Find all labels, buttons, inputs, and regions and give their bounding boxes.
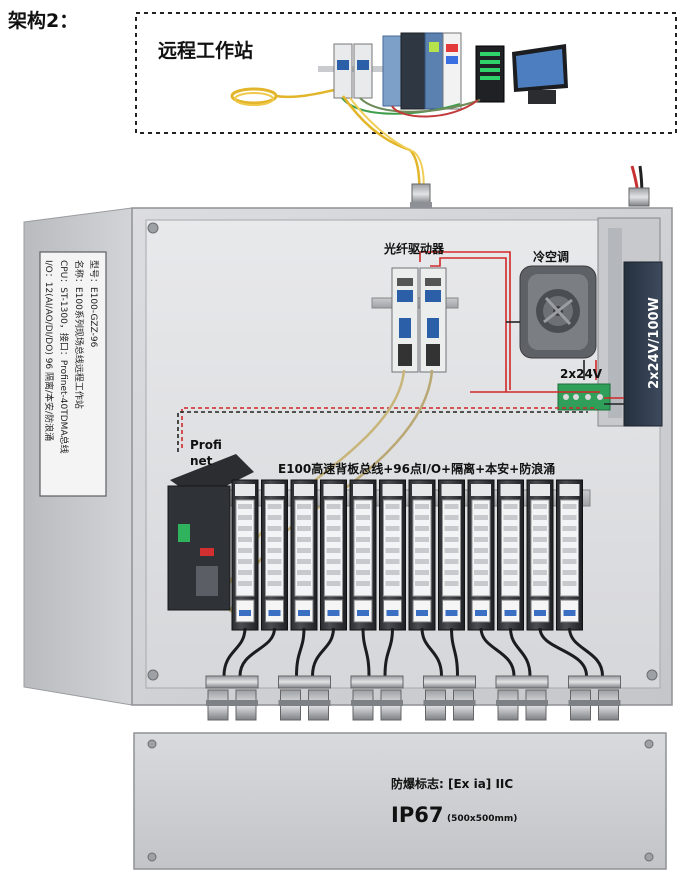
io-module-icon [261,479,288,631]
dimensions-label: (500x500mm) [447,814,518,824]
hmi-monitor-icon [512,44,568,104]
io-module-icon [320,479,347,631]
field-cable [568,627,604,677]
power-supply-icon [597,217,663,427]
io-module-rack [231,479,583,631]
field-cable [222,627,247,677]
cable-gland-icon [568,675,621,721]
power-24v-label: 2x24V [560,367,603,381]
enclosure-cover [133,732,667,870]
backplane-label: E100高速背板总线+96点I/O+隔离+本安+防浪涌 [278,462,556,476]
cable-gland-icon [423,675,476,721]
nameplate-text: 型号：E100-GZZ-96 名称：E100系列现场总线远程工作站 CPU：ST… [38,255,108,490]
nameplate-line: 型号：E100-GZZ-96 [88,260,98,348]
field-cable [361,627,371,677]
remote-controller-icon [382,32,462,110]
remote-fiber-converter-icon [318,43,386,99]
field-cable [450,627,459,677]
cable-gland-icon [495,675,549,721]
power-terminal-block-icon [557,383,611,411]
ex-marking-label: 防爆标志: [Ex ia] IIC [391,777,514,791]
io-module-icon [438,479,465,631]
architecture-title: 架构2： [8,10,79,32]
psu-rating-label: 2x24V/100W [646,297,662,389]
remote-workstation-box [135,12,677,134]
profinet-label-line2: net [190,454,213,468]
field-cable [238,627,276,677]
field-cable [509,627,532,677]
network-switch-icon [475,45,505,103]
io-module-icon [349,479,377,631]
field-cable [538,627,588,677]
nameplate-line: 名称：E100系列现场总线远程工作站 [73,260,83,409]
remote-workstation-title: 远程工作站 [158,40,254,62]
field-cable [311,627,335,677]
io-module-icon [290,479,318,631]
psu-rating-wrapper: 2x24V/100W [628,270,668,420]
cover-screws [147,739,654,862]
field-cable [420,627,443,677]
io-module-icon [231,479,259,631]
io-module-icon [526,479,554,631]
io-module-icon [556,479,583,631]
nameplate-line: CPU：ST-1300，接口：Profinet-40TDMA总线 [58,260,68,454]
field-cables [222,627,604,677]
bottom-cable-glands [205,675,621,721]
cable-gland-icon [350,675,404,721]
nameplate-line: I/O：12(AI/AO/DI/DO) 96 隔离/本安/防浪涌 [43,260,53,442]
air-conditioner-icon [519,265,597,359]
io-module-icon [379,479,406,631]
field-cable [479,627,516,677]
fiber-coil-icon [230,86,346,106]
air-conditioner-label: 冷空调 [533,250,570,264]
nameplate [39,251,107,497]
ip-rating-label: IP67 [391,803,444,827]
profinet-coupler-icon [167,454,254,611]
fiber-driver-label: 光纤驱动器 [384,242,445,256]
cable-gland-icon [205,675,259,721]
io-module-icon [497,479,524,631]
psu-cable-gland-icon [628,165,650,207]
top-cable-gland-icon [410,183,432,210]
field-cable [295,627,306,677]
field-cable [383,627,394,677]
io-module-icon [467,479,495,631]
cable-gland-icon [278,675,331,721]
io-module-icon [408,479,436,631]
profinet-label-line1: Profi [190,438,222,452]
